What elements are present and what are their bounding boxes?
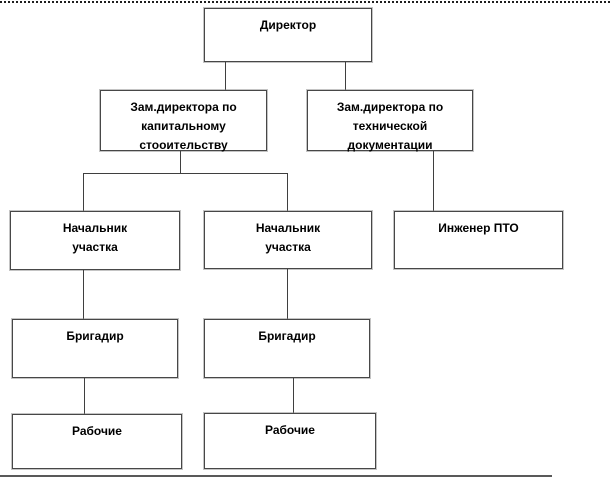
connector-deputy-construction-branch [83, 173, 288, 174]
connector-foreman-right-workers [293, 378, 294, 413]
org-node-director-label: Директор [259, 18, 317, 32]
connector-deputy-construction-stem [180, 151, 181, 174]
org-node-deputy-technical-documentation-line2: технической [352, 119, 428, 133]
org-node-foreman-right: Бригадир [204, 319, 370, 378]
org-node-foreman-left: Бригадир [12, 319, 178, 378]
org-node-workers-left-label: Рабочие [72, 424, 122, 438]
org-node-engineer-pto-label: Инженер ПТО [438, 221, 519, 235]
connector-section-chief-middle-foreman [287, 269, 288, 319]
org-node-workers-right-label: Рабочие [265, 423, 315, 437]
org-node-deputy-capital-construction-line2: капитальному [141, 119, 226, 133]
org-node-workers-left: Рабочие [12, 414, 182, 469]
connector-director-deputy-construction [225, 62, 226, 90]
org-node-section-chief-left-line1: Начальник [62, 221, 128, 235]
connector-director-deputy-documentation [345, 62, 346, 90]
org-node-section-chief-middle-line1: Начальник [255, 221, 321, 235]
org-node-foreman-right-label: Бригадир [258, 329, 316, 343]
connector-section-chief-left-foreman [83, 270, 84, 319]
org-node-workers-right: Рабочие [204, 413, 376, 469]
org-node-deputy-capital-construction: Зам.директора по капитальному стооительс… [100, 90, 267, 152]
page-top-dotted-border [0, 1, 610, 3]
org-node-section-chief-left: Начальник участка [10, 211, 180, 270]
org-node-section-chief-middle-line2: участка [265, 240, 311, 254]
org-node-section-chief-middle: Начальник участка [204, 211, 372, 269]
org-node-deputy-capital-construction-line3: стооительству [139, 138, 228, 152]
org-node-deputy-technical-documentation-line3: документации [347, 138, 433, 152]
connector-foreman-left-workers [84, 378, 85, 414]
org-node-deputy-capital-construction-line1: Зам.директора по [130, 100, 237, 114]
page-bottom-rule [0, 475, 552, 477]
connector-branch-section-chief-left [83, 173, 84, 212]
connector-branch-section-chief-middle [287, 173, 288, 212]
org-node-section-chief-left-line2: участка [72, 240, 118, 254]
connector-deputy-documentation-engineer-pto [433, 151, 434, 212]
org-node-director: Директор [204, 8, 372, 62]
org-node-foreman-left-label: Бригадир [66, 329, 124, 343]
org-node-deputy-technical-documentation-line1: Зам.директора по [336, 100, 444, 114]
org-node-deputy-technical-documentation: Зам.директора по технической документаци… [307, 90, 473, 152]
org-node-engineer-pto: Инженер ПТО [394, 211, 563, 269]
